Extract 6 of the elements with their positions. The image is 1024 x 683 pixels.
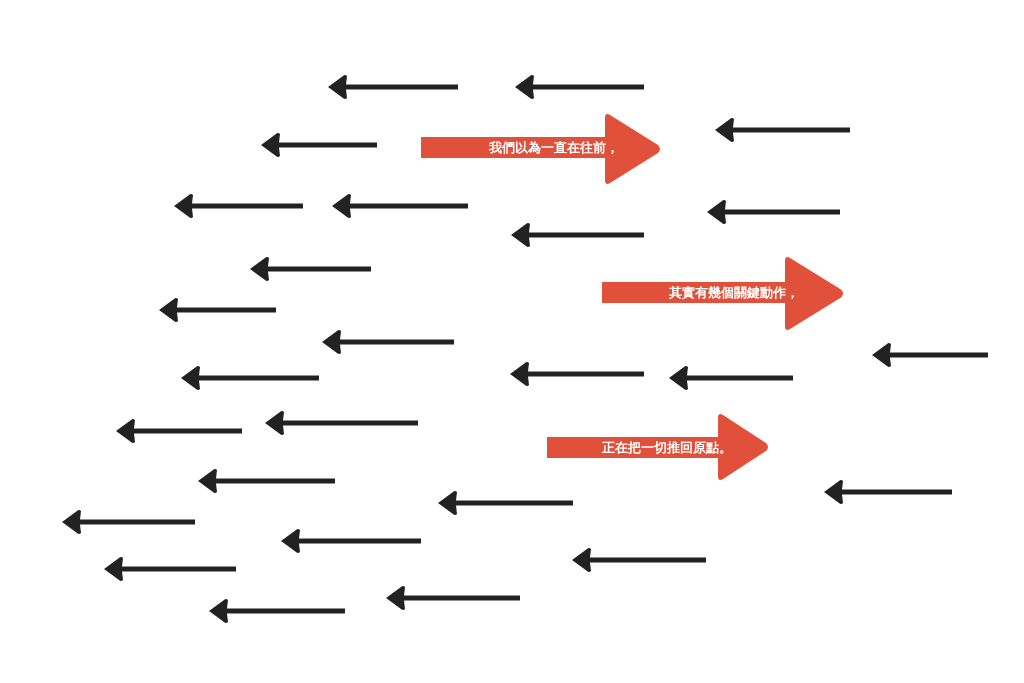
- arrow-text: 我們以為一直在往前，: [488, 139, 619, 157]
- arrow-banner: [547, 412, 770, 482]
- arrow-text: 其實有幾個關鍵動作，: [668, 284, 799, 302]
- arrow-banner: [602, 255, 845, 332]
- arrow-text: 正在把一切推回原點。: [601, 439, 732, 457]
- arrow-banner: [421, 112, 662, 186]
